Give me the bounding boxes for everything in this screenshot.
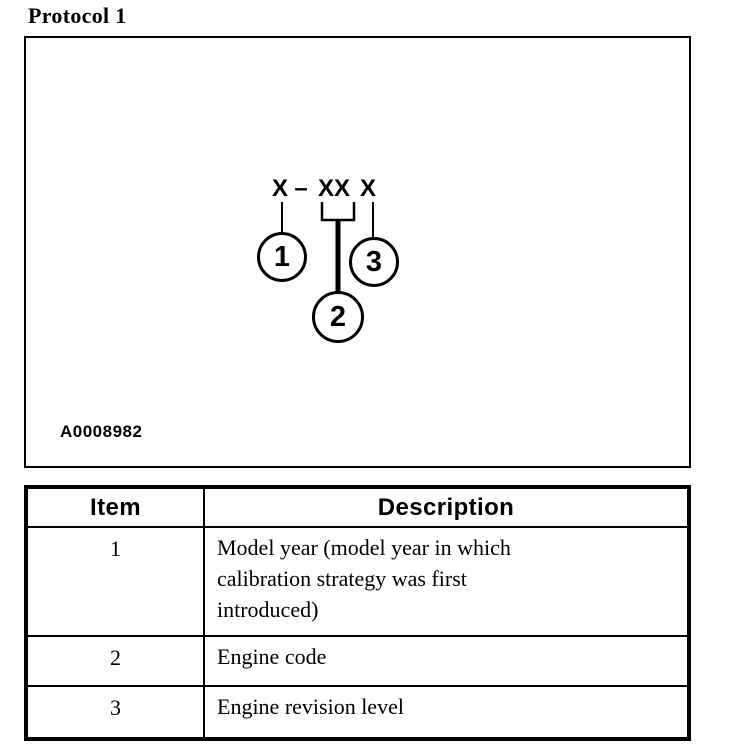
table-row: 3 Engine revision level	[25, 685, 690, 740]
item-number-cell: 2	[25, 635, 205, 687]
callout-circle-2	[312, 291, 364, 343]
callout-circle-3	[349, 237, 399, 287]
item-number-cell: 1	[25, 526, 205, 637]
pattern-dash: –	[294, 175, 307, 202]
description-cell: Engine revision level	[203, 685, 690, 740]
table-header-description: Description	[203, 486, 690, 528]
pattern-char-revision: X	[360, 175, 376, 202]
description-cell: Model year (model year in which calibrat…	[203, 526, 690, 637]
figure-box: X – XX X 1 2 3 A0008982	[24, 36, 691, 468]
description-text: Model year (model year in which calibrat…	[217, 535, 511, 622]
calibration-code-diagram: X – XX X 1 2 3	[257, 175, 399, 343]
table-row: 1 Model year (model year in which calibr…	[25, 526, 690, 637]
figure-id-label: A0008982	[60, 422, 143, 441]
items-table: Item Description 1 Model year (model yea…	[24, 485, 691, 741]
pattern-chars-engine-code: XX	[318, 175, 350, 202]
table-row: 2 Engine code	[25, 635, 690, 687]
callout-number-2: 2	[330, 301, 346, 333]
bracket-engine-code	[320, 202, 356, 222]
description-cell: Engine code	[203, 635, 690, 687]
page-title: Protocol 1	[28, 3, 127, 28]
callout-number-1: 1	[274, 241, 290, 273]
item-number-cell: 3	[25, 685, 205, 740]
pattern-char-model-year: X	[272, 175, 288, 202]
callout-number-3: 3	[366, 246, 382, 278]
callout-circle-1	[257, 232, 307, 282]
table-header-row: Item Description	[25, 486, 690, 528]
table-header-item: Item	[25, 486, 205, 528]
